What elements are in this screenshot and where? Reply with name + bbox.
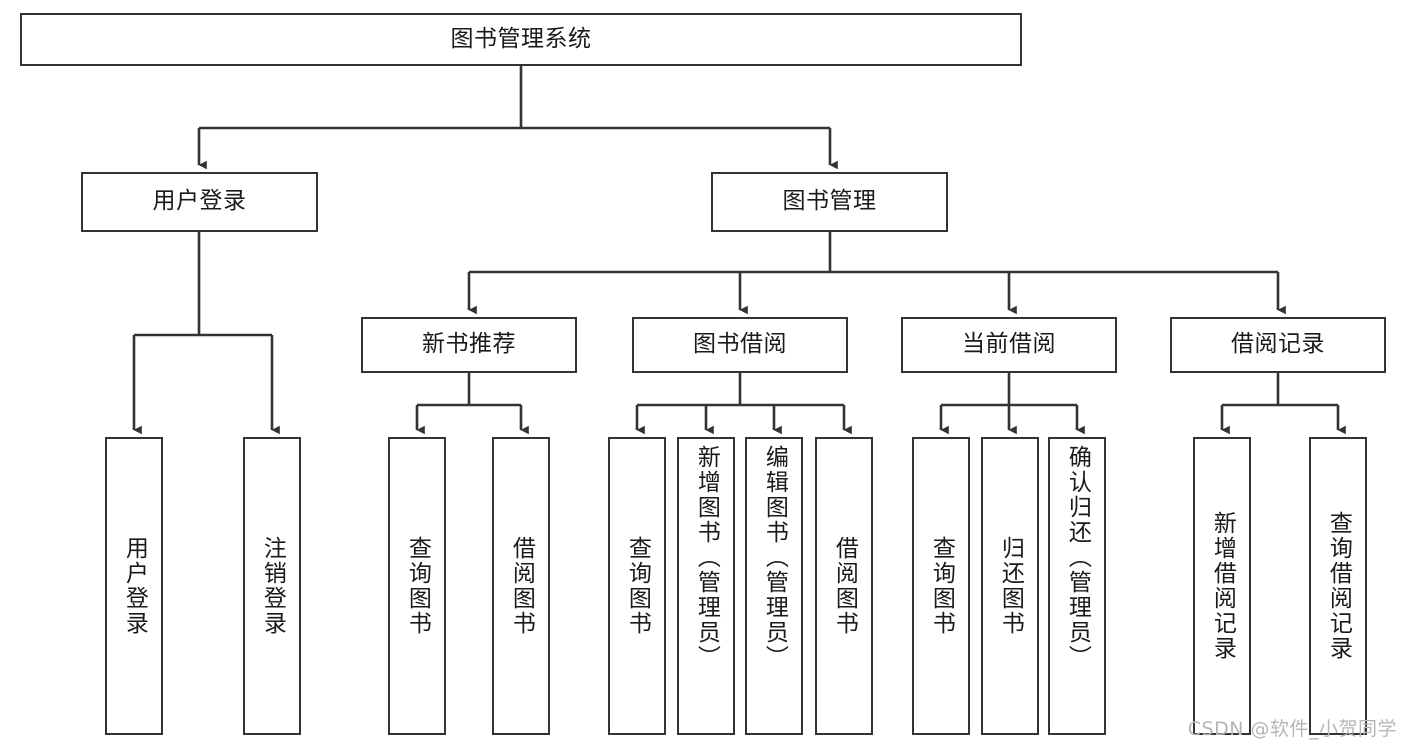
node-root-book-management-system[interactable]: 图书管理系统 bbox=[20, 13, 1022, 66]
csdn-watermark: CSDN @软件_小贺同学 bbox=[1187, 718, 1397, 740]
node-label: 图书管理 bbox=[782, 188, 877, 215]
node-label: 借阅图书 bbox=[831, 536, 858, 636]
node-user-login[interactable]: 用户登录 bbox=[81, 172, 318, 232]
leaf-new-book-query-book[interactable]: 查询图书 bbox=[388, 437, 446, 735]
leaf-current-borrow-return-book[interactable]: 归还图书 bbox=[981, 437, 1039, 735]
node-label: 新书推荐 bbox=[422, 331, 516, 358]
node-label: 借阅图书 bbox=[508, 536, 535, 636]
node-label: 新增图书（管理员） bbox=[693, 445, 720, 670]
leaf-borrow-record-query-record[interactable]: 查询借阅记录 bbox=[1309, 437, 1367, 735]
node-label: 查询图书 bbox=[404, 536, 431, 636]
node-label: 用户登录 bbox=[152, 188, 247, 215]
leaf-book-borrow-edit-book-admin[interactable]: 编辑图书（管理员） bbox=[745, 437, 803, 735]
node-label: 编辑图书（管理员） bbox=[761, 445, 788, 670]
node-label: 图书借阅 bbox=[693, 331, 787, 358]
node-label: 注销登录 bbox=[259, 536, 286, 636]
leaf-current-borrow-confirm-return-admin[interactable]: 确认归还（管理员） bbox=[1048, 437, 1106, 735]
node-current-borrow[interactable]: 当前借阅 bbox=[901, 317, 1117, 373]
leaf-user-login-login[interactable]: 用户登录 bbox=[105, 437, 163, 735]
leaf-book-borrow-add-book-admin[interactable]: 新增图书（管理员） bbox=[677, 437, 735, 735]
node-book-management[interactable]: 图书管理 bbox=[711, 172, 948, 232]
leaf-book-borrow-borrow-book[interactable]: 借阅图书 bbox=[815, 437, 873, 735]
node-new-book-recommend[interactable]: 新书推荐 bbox=[361, 317, 577, 373]
node-label: 图书管理系统 bbox=[450, 25, 592, 52]
node-label: 借阅记录 bbox=[1231, 331, 1325, 358]
leaf-new-book-borrow-book[interactable]: 借阅图书 bbox=[492, 437, 550, 735]
node-label: 当前借阅 bbox=[962, 331, 1056, 358]
node-label: 归还图书 bbox=[997, 536, 1024, 636]
leaf-borrow-record-add-record[interactable]: 新增借阅记录 bbox=[1193, 437, 1251, 735]
node-label: 新增借阅记录 bbox=[1209, 511, 1236, 661]
leaf-book-borrow-query-book[interactable]: 查询图书 bbox=[608, 437, 666, 735]
node-borrow-record[interactable]: 借阅记录 bbox=[1170, 317, 1386, 373]
node-label: 确认归还（管理员） bbox=[1064, 445, 1091, 670]
node-label: 用户登录 bbox=[121, 536, 148, 636]
node-label: 查询图书 bbox=[624, 536, 651, 636]
leaf-user-login-logout[interactable]: 注销登录 bbox=[243, 437, 301, 735]
leaf-current-borrow-query-book[interactable]: 查询图书 bbox=[912, 437, 970, 735]
node-label: 查询图书 bbox=[928, 536, 955, 636]
node-book-borrow[interactable]: 图书借阅 bbox=[632, 317, 848, 373]
node-label: 查询借阅记录 bbox=[1325, 511, 1352, 661]
